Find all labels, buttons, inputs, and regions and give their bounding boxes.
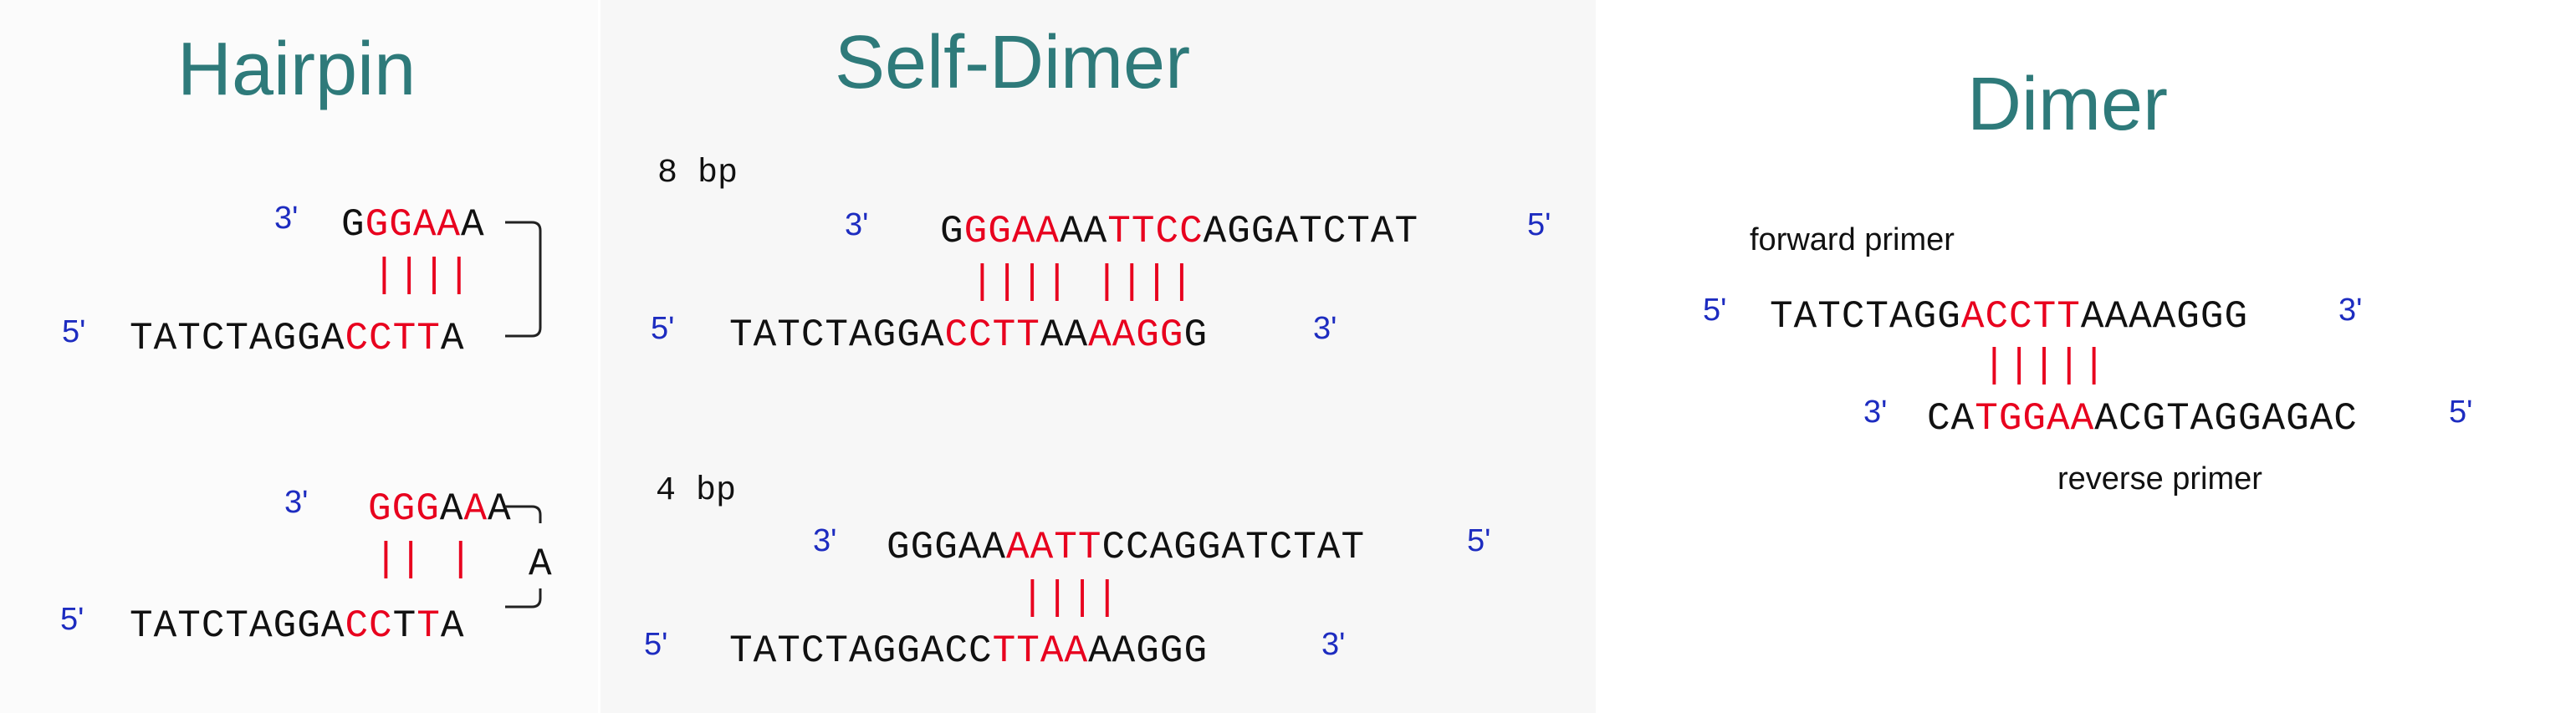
hairpin-a-bottom-5prime: 5' [62, 314, 86, 349]
self-dimer-title: Self-Dimer [835, 21, 1191, 104]
self-dimer-panel: Self-Dimer 8 bp 3' GGGAAAATTCCAGGATCTAT … [601, 0, 1596, 713]
self-dimer-a-top-sequence: GGGAAAATTCCAGGATCTAT [940, 210, 1419, 253]
self-dimer-a-base-pair-bars: |||| |||| [970, 260, 1195, 305]
dimer-reverse-5prime: 5' [2449, 395, 2473, 430]
hairpin-a-base-pair-bars: |||| [372, 253, 473, 298]
self-dimer-b-top-5prime: 5' [1467, 523, 1491, 558]
self-dimer-a-bottom-5prime: 5' [651, 311, 675, 346]
hairpin-panel: Hairpin 3' GGGAAA |||| 5' TATCTAGGACCTTA… [0, 0, 598, 713]
dimer-forward-5prime: 5' [1703, 293, 1727, 328]
dimer-base-pair-bars: ||||| [1982, 344, 2108, 389]
self-dimer-b-bottom-3prime: 3' [1321, 627, 1346, 662]
self-dimer-a-bottom-3prime: 3' [1313, 311, 1337, 346]
self-dimer-a-top-5prime: 5' [1527, 207, 1551, 242]
hairpin-a-top-3prime: 3' [274, 201, 299, 236]
hairpin-title: Hairpin [177, 28, 417, 111]
hairpin-b-top-sequence: GGGAAA [368, 487, 512, 531]
self-dimer-b-top-3prime: 3' [813, 523, 837, 558]
hairpin-b-loop-connector [505, 505, 542, 609]
hairpin-b-base-pair-bars: || | [374, 537, 474, 583]
self-dimer-a-bottom-sequence: TATCTAGGACCTTAAAAGGG [729, 313, 1209, 357]
self-dimer-b-bottom-5prime: 5' [644, 627, 668, 662]
self-dimer-b-bottom-sequence: TATCTAGGACCTTAAAAGGG [729, 629, 1209, 673]
hairpin-b-loop-base: A [529, 542, 553, 586]
dimer-forward-sequence: TATCTAGGACCTTAAAAGGG [1770, 295, 2249, 339]
hairpin-a-bottom-sequence: TATCTAGGACCTTA [130, 317, 465, 360]
hairpin-a-loop-connector [505, 221, 542, 338]
hairpin-b-bottom-5prime: 5' [60, 602, 84, 637]
forward-primer-label: forward primer [1750, 222, 1955, 257]
dimer-reverse-3prime: 3' [1863, 395, 1888, 430]
hairpin-a-top-sequence: GGGAAA [341, 203, 485, 247]
dimer-reverse-sequence: CATGGAAACGTAGGAGAC [1927, 397, 2358, 441]
self-dimer-a-bp-label: 8 bp [657, 155, 739, 192]
reverse-primer-label: reverse primer [2057, 461, 2262, 497]
hairpin-b-top-3prime: 3' [284, 485, 309, 520]
dimer-forward-3prime: 3' [2338, 293, 2363, 328]
dimer-title: Dimer [1967, 63, 2168, 146]
hairpin-b-bottom-sequence: TATCTAGGACCTTA [130, 604, 465, 648]
self-dimer-b-top-sequence: GGGAAAATTCCAGGATCTAT [887, 526, 1366, 569]
self-dimer-b-bp-label: 4 bp [656, 472, 737, 510]
dimer-panel: Dimer forward primer 5' TATCTAGGACCTTAAA… [1597, 0, 2576, 713]
self-dimer-b-base-pair-bars: |||| [1020, 576, 1121, 621]
self-dimer-a-top-3prime: 3' [845, 207, 869, 242]
